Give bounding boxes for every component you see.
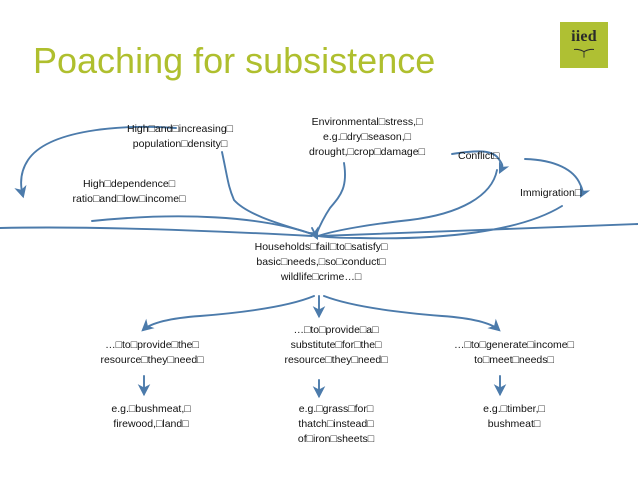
node-generate-income: …□to□generate□income□ to□meet□needs□ [454, 339, 574, 366]
arrow-left-feed-to-central [0, 226, 313, 237]
node-immigration: Immigration□ [520, 187, 582, 199]
node-example-timber: e.g.□timber,□ bushmeat□ [483, 403, 545, 430]
iied-wordmark: iied [571, 28, 597, 45]
node-dependence-ratio: High□dependence□ ratio□and□low□income□ [72, 178, 186, 205]
arrow-popdensity-to-dependence [14, 125, 177, 199]
node-conflict: Conflict□ [458, 150, 500, 162]
arrow-conflict-to-central [317, 169, 498, 237]
arrow-envstress-to-conflict [451, 150, 510, 175]
iied-logo: iied [560, 22, 608, 68]
arrow-conflict-to-immigration [524, 158, 591, 199]
page-title: Poaching for subsistence [33, 40, 436, 81]
arrow-envstress-to-central [315, 162, 346, 236]
node-provide-resource: …□to□provide□the□ resource□they□need□ [100, 339, 204, 366]
node-example-grass: e.g.□grass□for□ thatch□instead□ of□iron□… [297, 403, 375, 445]
node-households-fail: Households□fail□to□satisfy□ basic□needs,… [254, 241, 388, 283]
open-book-icon [574, 48, 594, 58]
arrowhead-into-central [306, 226, 319, 241]
node-environmental-stress: Environmental□stress,□ e.g.□dry□season,□… [309, 116, 425, 158]
arrow-popdensity-to-central [221, 151, 316, 236]
arrow-central-to-income [323, 295, 501, 332]
node-population-density: High□and□increasing□ population□density□ [127, 123, 233, 150]
node-example-bushmeat: e.g.□bushmeat,□ firewood,□land□ [111, 403, 191, 430]
arrow-central-to-provide [141, 295, 315, 332]
arrow-right-feed-to-central [319, 223, 638, 237]
node-provide-substitute: …□to□provide□a□ substitute□for□the□ reso… [284, 324, 388, 366]
arrow-immigration-to-central [317, 205, 563, 240]
